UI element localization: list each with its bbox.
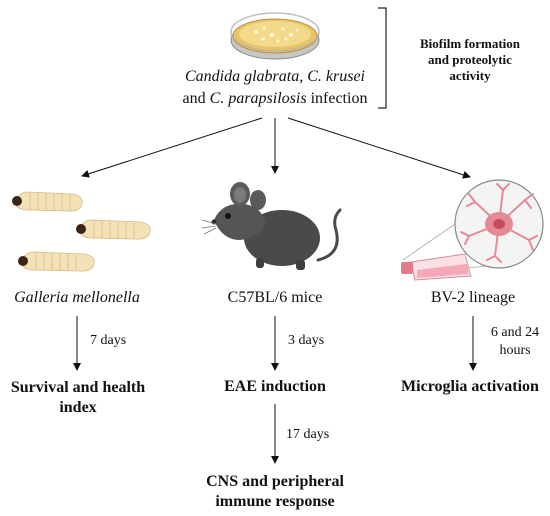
mouse-icon xyxy=(201,182,342,270)
model-name-bv2: BV-2 lineage xyxy=(430,289,516,306)
galleria-larvae-icon xyxy=(12,191,151,272)
bv2-culture-icon xyxy=(401,179,544,281)
outcome-galleria-line-1: Survival and health xyxy=(10,379,146,396)
step-mice-days: 3 days xyxy=(288,333,325,348)
step-mice-17-days: 17 days xyxy=(286,427,330,442)
larva-2 xyxy=(76,219,151,240)
microglia-cell-icon xyxy=(460,183,538,263)
side-note: Biofilm formation and proteolytic activi… xyxy=(390,36,550,84)
side-note-line-1: Biofilm formation xyxy=(419,36,520,51)
step-galleria-days: 7 days xyxy=(90,333,127,348)
step-bv2-hours: 6 and 24 hours xyxy=(482,324,548,360)
final-outcome-mice: CNS and peripheral immune response xyxy=(175,472,375,512)
petri-dish-icon xyxy=(230,12,320,60)
infection-line-1: Candida glabrata, C. krusei xyxy=(184,68,365,85)
outcome-bv2: Microglia activation xyxy=(401,378,539,395)
outcome-galleria: Survival and health index xyxy=(0,378,156,418)
outcome-mice: EAE induction xyxy=(224,378,326,395)
larva-1 xyxy=(12,191,83,212)
outcome-galleria-line-2: index xyxy=(59,399,97,416)
larva-3 xyxy=(18,251,95,272)
infection-line-2: and C. parapsilosis infection xyxy=(182,90,368,107)
side-note-line-2: and proteolytic xyxy=(428,52,512,67)
model-name-galleria: Galleria mellonella xyxy=(14,289,140,306)
final-outcome-line-2: immune response xyxy=(215,493,335,510)
model-name-mice: C57BL/6 mice xyxy=(227,289,323,306)
culture-flask-icon xyxy=(401,253,472,281)
arrow-to-galleria xyxy=(81,117,263,178)
arrow-to-bv2 xyxy=(287,117,471,179)
final-outcome-line-1: CNS and peripheral xyxy=(206,473,344,490)
step-bv2-hours-line-2: hours xyxy=(499,343,531,358)
step-bv2-hours-line-1: 6 and 24 xyxy=(490,325,540,340)
side-note-line-3: activity xyxy=(449,68,491,83)
bracket xyxy=(378,7,387,109)
